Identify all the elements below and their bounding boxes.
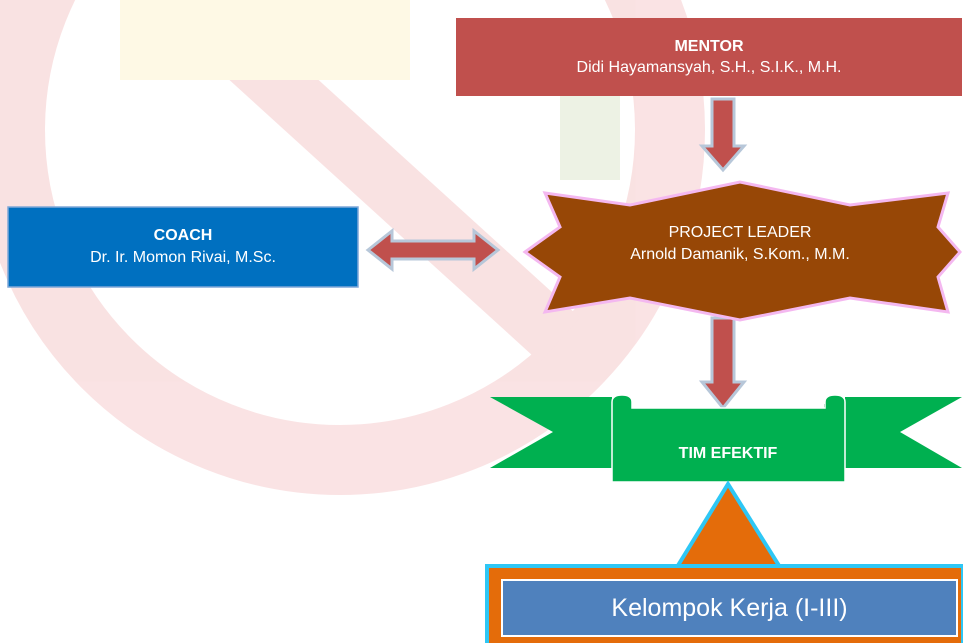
kelompok-kerja-box <box>485 564 963 643</box>
mentor-label: MENTOR Didi Hayamansyah, S.H., S.I.K., M… <box>456 18 962 96</box>
double-arrow-coach-leader <box>365 227 501 273</box>
mentor-name: Didi Hayamansyah, S.H., S.I.K., M.H. <box>576 59 842 76</box>
arrow-mentor-to-leader <box>698 97 748 173</box>
tim-efektif-label: TIM EFEKTIF <box>678 445 778 462</box>
project-leader-label: PROJECT LEADER Arnold Damanik, S.Kom., M… <box>520 214 960 274</box>
mentor-box <box>456 18 962 96</box>
kelompok-kerja-label: Kelompok Kerja (I-III) <box>611 593 848 622</box>
coach-label: COACH Dr. Ir. Momon Rivai, M.Sc. <box>8 207 358 287</box>
project-leader-name: Arnold Damanik, S.Kom., M.M. <box>630 246 850 263</box>
coach-name: Dr. Ir. Momon Rivai, M.Sc. <box>90 249 276 266</box>
coach-box <box>7 206 359 288</box>
project-leader-star <box>522 180 962 322</box>
mentor-title: MENTOR <box>674 38 744 55</box>
triangle-up <box>670 480 787 574</box>
tim-efektif-ribbon <box>490 394 962 483</box>
coach-title: COACH <box>153 227 213 244</box>
arrow-leader-to-tim <box>698 316 748 411</box>
project-leader-title: PROJECT LEADER <box>668 224 812 241</box>
